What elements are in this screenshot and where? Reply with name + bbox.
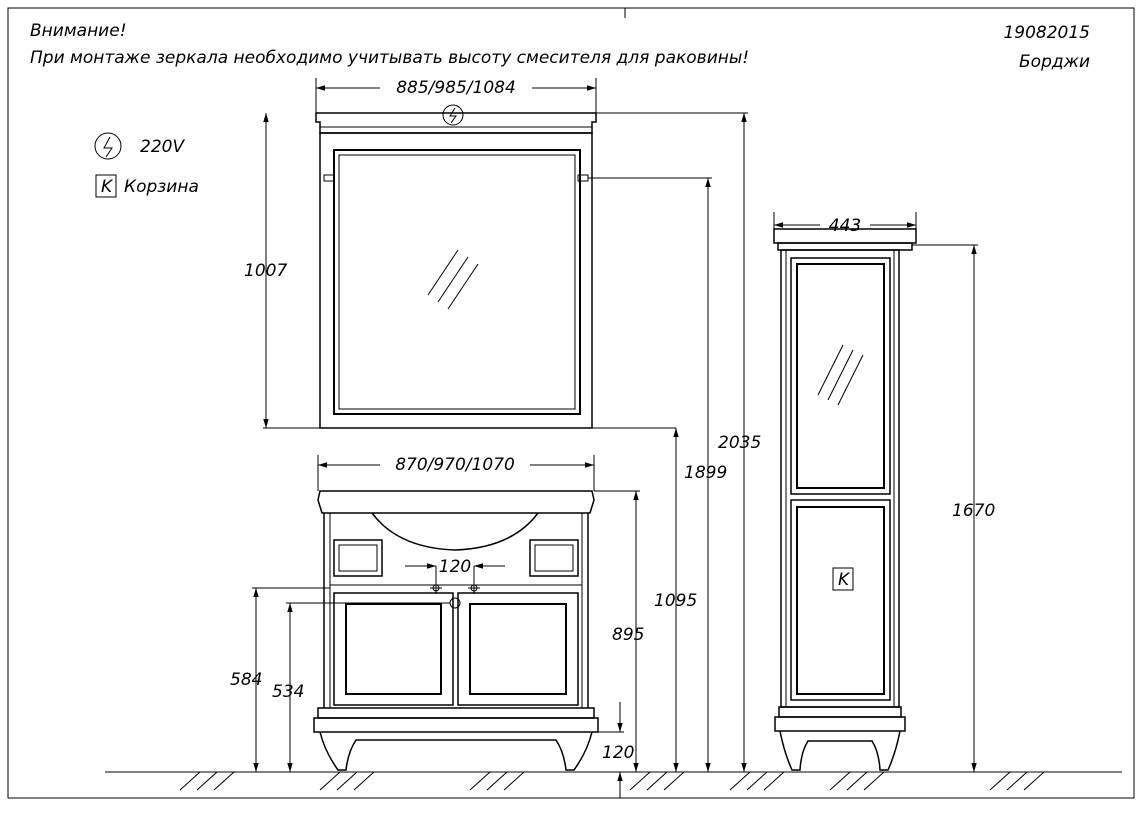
- dim-faucet-spacing: 120: [439, 557, 471, 577]
- dim-mirror-width: 885/985/1084: [396, 78, 516, 98]
- drawing-border: [7, 7, 1135, 799]
- dim-584: 584: [230, 670, 262, 690]
- basket-symbol: K: [101, 177, 114, 197]
- basket-label: Корзина: [124, 177, 199, 197]
- tall-basket-box: [832, 567, 854, 591]
- warning-title: Внимание!: [30, 21, 127, 41]
- dim-vanity-back: 1095: [654, 591, 697, 611]
- dim-leg-height: 120: [602, 743, 634, 763]
- dim-534: 534: [272, 682, 304, 702]
- mirror-outlet-icon: [442, 104, 464, 126]
- floor: [105, 771, 1122, 791]
- drawing-code: 19082015: [1003, 23, 1090, 43]
- power-label: 220V: [140, 137, 185, 157]
- dim-mirror-height: 1007: [244, 261, 287, 281]
- dim-total-height: 2035: [718, 433, 761, 453]
- dim-tall-height: 1670: [952, 501, 995, 521]
- power-outlet-icon: [94, 132, 122, 160]
- dimension-lines: [252, 8, 978, 798]
- basket-symbol-box: [95, 174, 117, 198]
- warning-text: При монтаже зеркала необходимо учитывать…: [30, 48, 749, 68]
- dim-tall-width: 443: [829, 216, 861, 236]
- vanity-cabinet: [313, 490, 599, 771]
- dim-vanity-height: 895: [612, 625, 644, 645]
- dim-vanity-width: 870/970/1070: [395, 455, 515, 475]
- legend: 220V K Корзина: [94, 132, 199, 198]
- mirror-cabinet: [315, 104, 597, 429]
- tall-cabinet: K: [773, 228, 917, 771]
- dim-mirror-bottom: 1899: [684, 463, 727, 483]
- tall-basket-marker: K: [838, 570, 851, 590]
- model-name: Борджи: [1019, 52, 1090, 72]
